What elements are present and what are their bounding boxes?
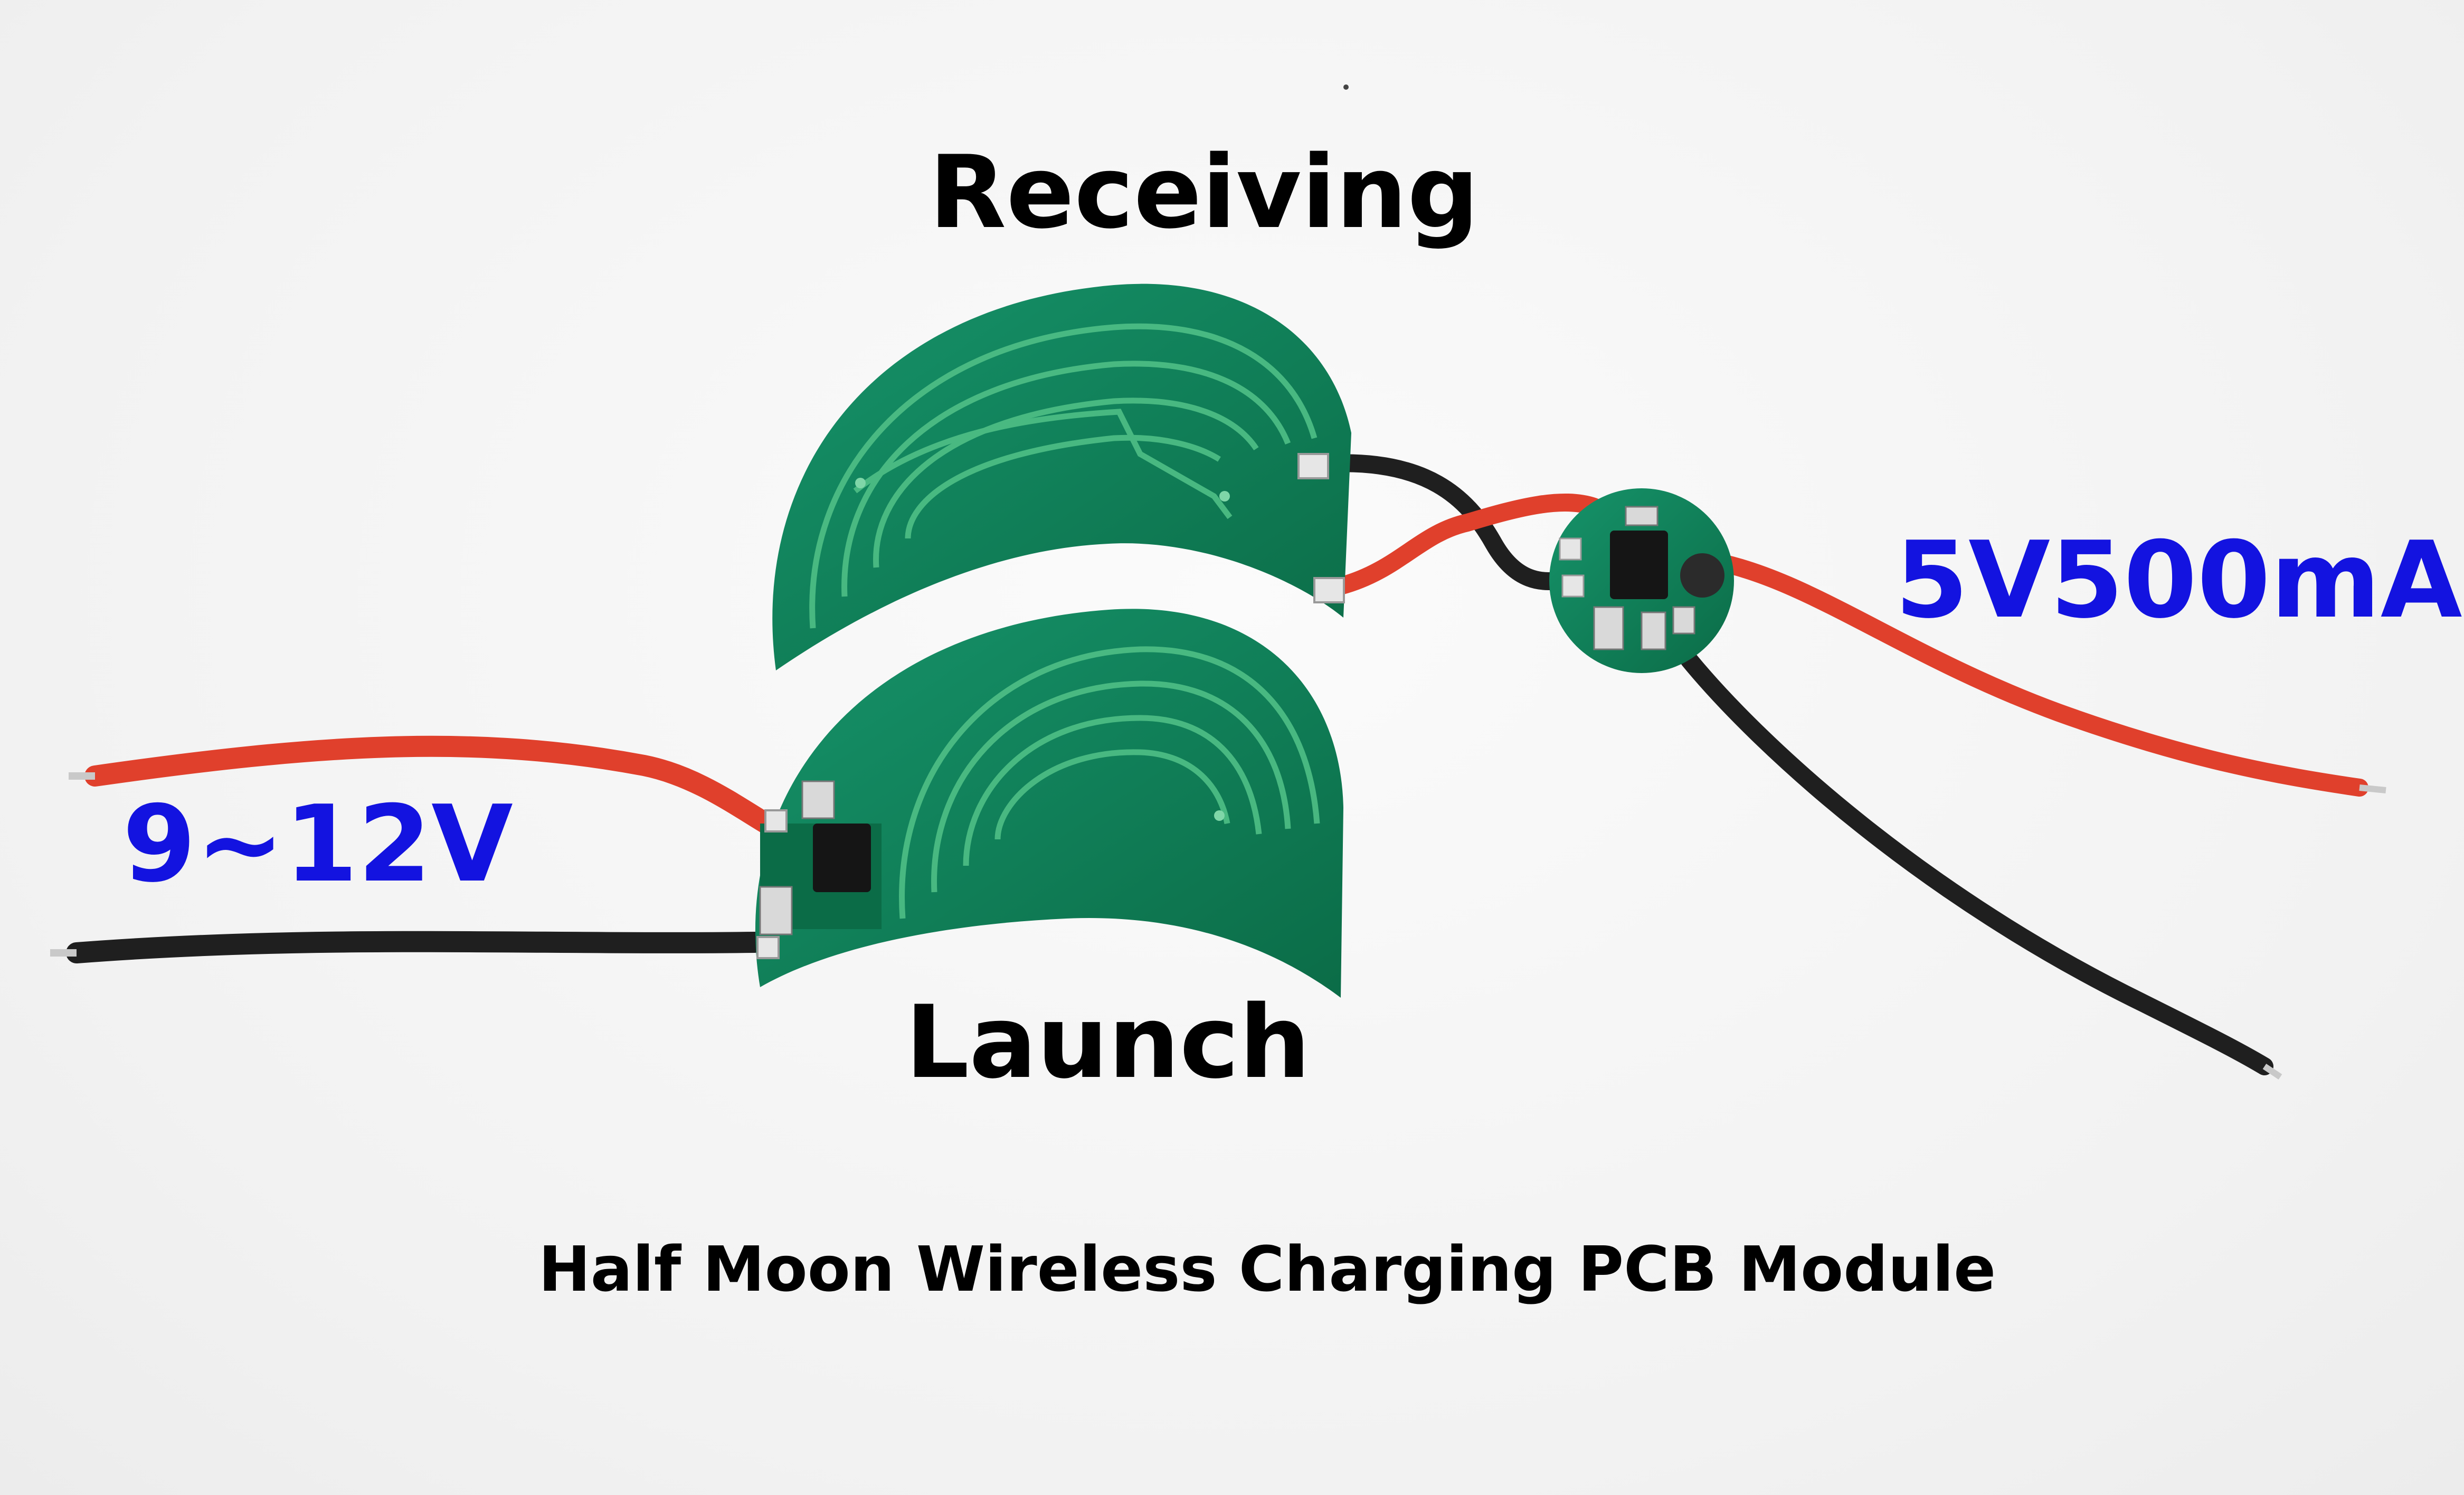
output-black-wire	[1680, 651, 2282, 1080]
input-black-wire	[50, 931, 765, 963]
receiver-round-module	[1549, 488, 1734, 673]
input-red-wire	[69, 735, 781, 837]
launch-coil-board	[755, 609, 1343, 998]
output-spec-label: 5V500mA	[1895, 519, 2462, 642]
receiving-coil-board	[772, 283, 1351, 670]
receiving-red-wire	[1332, 494, 1603, 595]
launch-label: Launch	[905, 984, 1311, 1101]
input-voltage-label: 9~12V	[122, 783, 513, 906]
product-caption: Half Moon Wireless Charging PCB Module	[538, 1233, 1996, 1305]
output-red-wire	[1696, 551, 2386, 797]
receiving-label: Receiving	[929, 134, 1480, 251]
receiving-black-wire	[1321, 454, 1579, 590]
